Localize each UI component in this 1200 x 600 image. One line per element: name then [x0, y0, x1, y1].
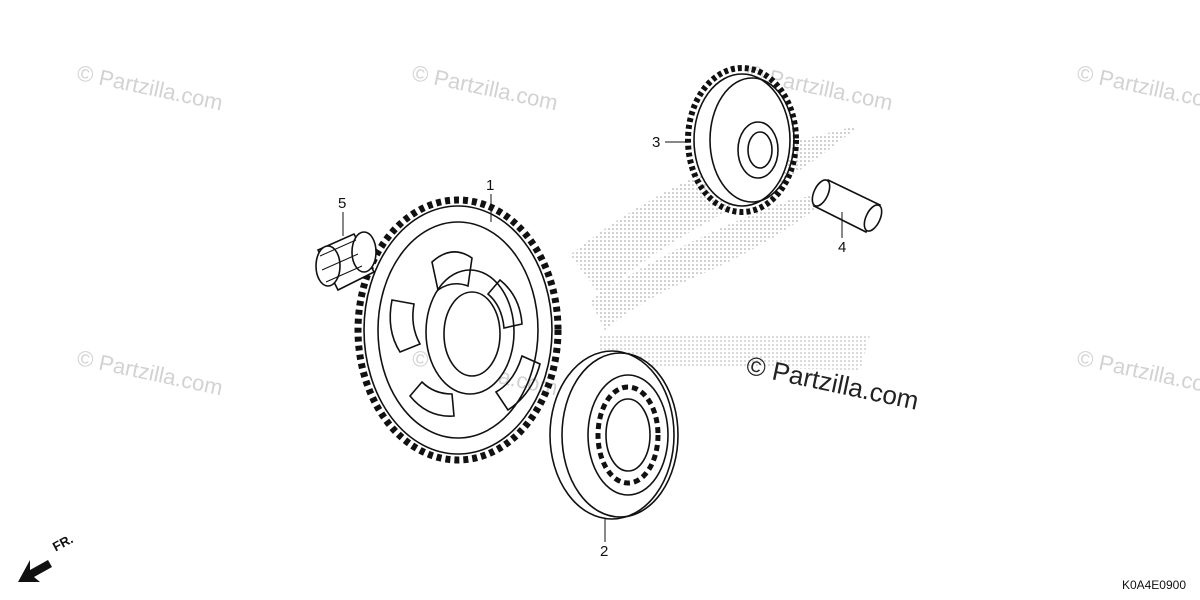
starter-reduction-gear[interactable]: [685, 65, 799, 215]
needle-bearing[interactable]: [315, 231, 377, 292]
front-direction-arrow-icon: [18, 560, 52, 582]
callout-1: 1: [486, 177, 495, 194]
one-way-clutch[interactable]: [549, 350, 679, 520]
callout-5: 5: [338, 195, 347, 212]
brand-logo-icon: [570, 125, 870, 370]
starter-driven-gear[interactable]: [354, 196, 562, 464]
callout-2: 2: [600, 543, 609, 560]
diagram-code: K0A4E0900: [1121, 578, 1186, 592]
leader-lines: [342, 141, 843, 542]
callout-3: 3: [652, 134, 661, 151]
callout-4: 4: [838, 239, 847, 256]
reduction-gear-shaft[interactable]: [809, 177, 886, 234]
